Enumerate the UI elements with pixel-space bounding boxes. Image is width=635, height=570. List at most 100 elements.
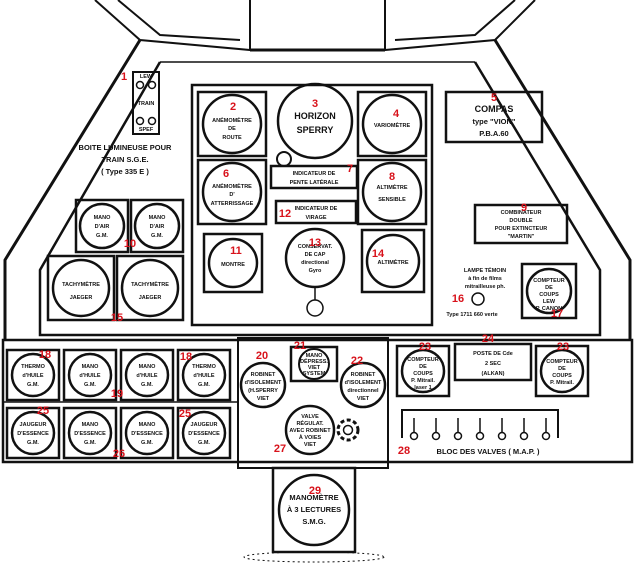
horizon-l2: SPERRY — [297, 125, 334, 135]
lum-box-bot: SPEF — [139, 127, 154, 133]
compteur-coups-lew: COMPTEUR DE COUPS LEW P. CANON — [520, 262, 578, 320]
anemometre-atterrissage: ANÉMOMÈTRE D' ATTERRISSAGE — [196, 158, 268, 226]
anemo-att-l2: D' — [229, 192, 235, 198]
ccm2-l1: COMPTEUR — [546, 359, 578, 365]
mano-ess-1-l1: MANO — [82, 422, 100, 428]
callout-13: 13 — [309, 237, 321, 249]
mano-huile-2-l1: MANO — [139, 364, 157, 370]
jaugeur-essence-1: JAUGEUR D'ESSENCE G.M. — [5, 406, 61, 460]
horizon-l1: HORIZON — [294, 111, 336, 121]
compt-lew-l3: COUPS — [539, 292, 559, 298]
callout-20: 20 — [256, 350, 268, 362]
mano-air-1-l3: G.M. — [96, 233, 108, 239]
horizon-sperry: HORIZON SPERRY — [276, 82, 354, 160]
ccm2-l2: DE — [558, 366, 566, 372]
robinet-1-l1: ROBINET — [251, 372, 276, 378]
tachy-1-l2: JAEGER — [70, 295, 93, 301]
montre: MONTRE — [202, 232, 264, 294]
mano3-l3: S.M.G. — [302, 517, 325, 526]
conserv-l1: CONSERVAT. — [298, 244, 333, 250]
valve-l2: RÉGULAT. — [296, 419, 324, 427]
mano-huile-2-l2: d'HUILE — [136, 373, 157, 379]
combi-l4: "MARTIN" — [508, 234, 535, 240]
mano-ess-1-l3: G.M. — [84, 440, 96, 446]
combinateur-martin: COMBINATEUR DOUBLE POUR EXTINCTEUR "MART… — [473, 203, 569, 245]
compt-lew-l2: DE — [545, 285, 553, 291]
train-light-box: LEW TRAIN SPEF — [132, 71, 160, 135]
callout-23a: 23 — [419, 341, 431, 353]
mano-huile-1: MANO d'HUILE G.M. — [62, 348, 118, 402]
mano-ess-2-l1: MANO — [139, 422, 157, 428]
robinet-2-l4: VIET — [357, 396, 370, 402]
compas-vion: COMPAS type "VION" P.B.A.60 — [444, 90, 544, 144]
pente-l1: INDICATEUR DE — [293, 171, 336, 177]
mano-huile-1-l3: G.M. — [84, 382, 96, 388]
altimetre: ALTIMÈTRE — [360, 228, 426, 294]
virage-l2: VIRAGE — [305, 215, 326, 221]
compas-l3: P.B.A.60 — [479, 129, 508, 138]
conserv-l4: Gyro — [309, 268, 322, 274]
mano3-l2: À 3 LECTURES — [287, 505, 341, 514]
compt-lew-l5: P. CANON — [536, 306, 562, 312]
thermo-2-l3: G.M. — [198, 382, 210, 388]
vario-l1: VARIOMÈTRE — [374, 121, 411, 129]
tachy-2-l1: TACHYMÈTRE — [131, 280, 169, 288]
valve-l5: VIET — [304, 442, 317, 448]
callout-16: 16 — [452, 293, 464, 305]
bloc-des-valves: BLOC DES VALVES ( M.A.P. ) — [401, 409, 559, 456]
upper-panel-outline — [38, 61, 602, 337]
mano-air-1: MANO D'AIR G.M. — [74, 198, 130, 254]
conserv-l3: directional — [301, 260, 329, 266]
ccm1-l1: COMPTEUR — [407, 357, 439, 363]
callout-8: 8 — [389, 171, 395, 183]
compteur-coups-mitrail-1: COMPTEUR DE COUPS P. Mitrail. laser 1 — [395, 344, 451, 398]
compteur-coups-mitrail-2: COMPTEUR DE COUPS P. Mitrail. — [534, 344, 590, 398]
lampe-l4: Type 1711 660 verte — [446, 312, 497, 318]
poste-l1: POSTE DE Cde — [473, 351, 513, 357]
altimetre-l1: ALTIMÈTRE — [377, 258, 408, 266]
windshield-frame — [3, 0, 632, 340]
depress-l1: MANO — [306, 353, 324, 359]
jaugeur-essence-2: JAUGEUR D'ESSENCE G.M. — [176, 406, 232, 460]
robinet-1-l3: (H.SPERRY — [248, 388, 278, 394]
mano-air-2-l1: MANO — [149, 215, 167, 221]
jauge-2-l3: G.M. — [198, 440, 210, 446]
anemometre-de-route: ANÉMOMÈTRE DE ROUTE — [196, 90, 268, 158]
callout-25b: 25 — [179, 408, 191, 420]
combi-l2: DOUBLE — [509, 218, 533, 224]
boite-l1: BOITE LUMINEUSE POUR — [79, 143, 173, 152]
poste-l3: (ALKAN) — [482, 371, 505, 377]
alti-sens-l1: ALTIMÈTRE — [376, 183, 407, 191]
boite-lumineuse-label: BOITE LUMINEUSE POUR TRAIN S.G.E. ( Type… — [79, 143, 173, 176]
callout-29: 29 — [309, 485, 321, 497]
mano-essence-1: MANO D'ESSENCE G.M. — [62, 406, 118, 460]
mano-huile-1-l1: MANO — [82, 364, 100, 370]
callout-22: 22 — [351, 355, 363, 367]
jauge-1-l3: G.M. — [27, 440, 39, 446]
mano-air-2-l3: G.M. — [151, 233, 163, 239]
anemo-route-l3: ROUTE — [222, 135, 242, 141]
thermo-huile-1: THERMO d'HUILE G.M. — [5, 348, 61, 402]
callout-26: 26 — [113, 448, 125, 460]
robinet-isolement-1: ROBINET d'ISOLEMENT (H.SPERRY VIET — [239, 361, 287, 409]
ccm1-l4: P. Mitrail. — [411, 378, 435, 384]
jauge-1-l1: JAUGEUR — [20, 422, 47, 428]
tachymetre-1: TACHYMÈTRE JAEGER — [46, 254, 116, 322]
lower-panel-outline — [1, 338, 634, 464]
mano-depression: MANO DÉPRESS. VIET SYSTEM — [289, 345, 339, 383]
mano-ess-1-l2: D'ESSENCE — [74, 431, 106, 437]
lampe-l1: LAMPE TÉMOIN — [464, 266, 506, 274]
mano-essence-2: MANO D'ESSENCE G.M. — [119, 406, 175, 460]
valve-l4: À VOIES — [299, 434, 322, 441]
altimetre-sensible: ALTIMÈTRE SENSIBLE — [356, 158, 428, 226]
robinet-2-l2: d'ISOLEMENT — [345, 380, 382, 386]
mano-air-2: MANO D'AIR G.M. — [129, 198, 185, 254]
mano-air-2-l2: D'AIR — [150, 224, 165, 230]
manometre-stand-base — [243, 551, 385, 563]
callout-2: 2 — [230, 101, 236, 113]
compt-lew-l4: LEW — [543, 299, 556, 305]
thermo-1-l2: d'HUILE — [22, 373, 43, 379]
mano-air-1-l1: MANO — [94, 215, 112, 221]
callout-5: 5 — [491, 92, 497, 104]
